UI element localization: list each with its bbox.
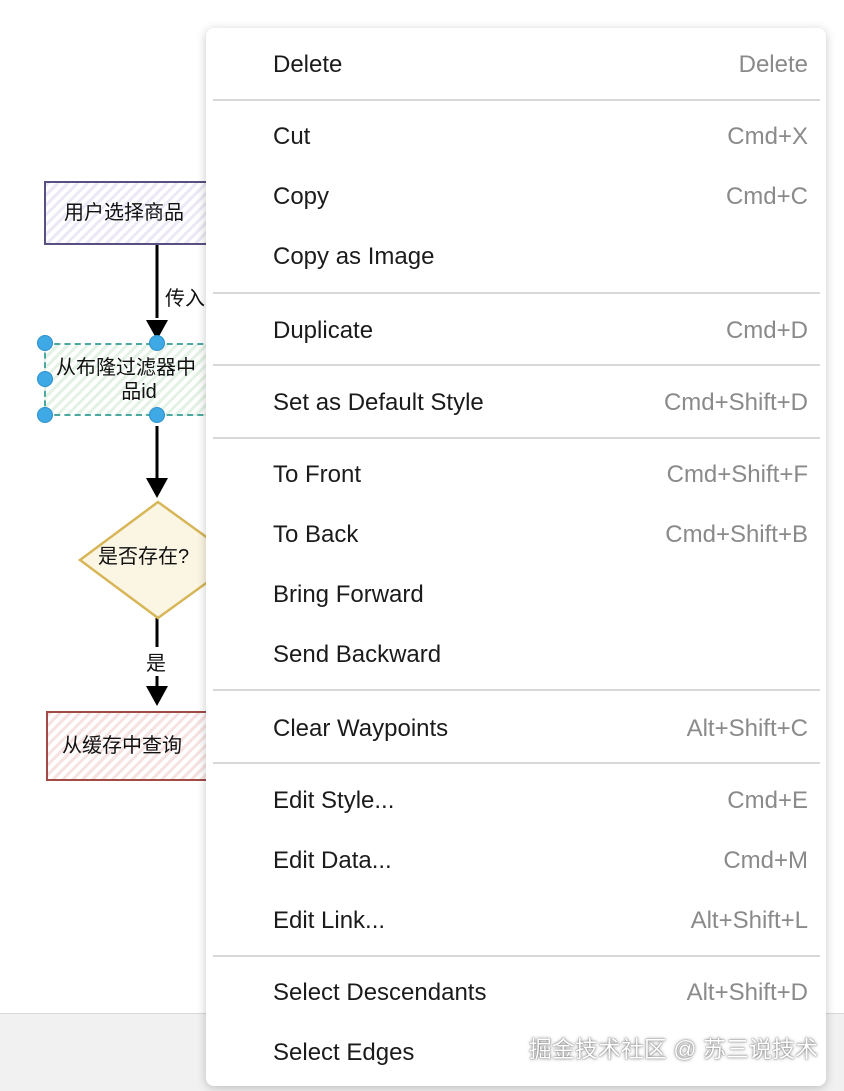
menu-item-clear-waypoints[interactable]: Clear Waypoints Alt+Shift+C (206, 699, 826, 759)
selection-handle-bottom-center[interactable] (149, 407, 165, 423)
node-user-select-product[interactable]: 用户选择商品 (44, 181, 234, 245)
menu-item-shortcut: Alt+Shift+C (686, 715, 808, 742)
menu-item-copy-as-image[interactable]: Copy as Image (206, 227, 826, 287)
menu-item-label: Send Backward (273, 641, 442, 668)
menu-separator (213, 762, 820, 764)
selection-handle-middle-left[interactable] (37, 371, 53, 387)
menu-separator (213, 689, 820, 691)
menu-item-to-back[interactable]: To Back Cmd+Shift+B (206, 505, 826, 565)
context-menu: Delete Delete Cut Cmd+X Copy Cmd+C Copy … (206, 28, 826, 1086)
edge-2-arrowhead (146, 478, 168, 498)
menu-separator (213, 955, 820, 957)
menu-separator (213, 292, 820, 294)
menu-item-shortcut: Cmd+E (727, 787, 808, 814)
menu-item-bring-forward[interactable]: Bring Forward (206, 565, 826, 625)
watermark: 掘金技术社区 @ 苏三说技术 (528, 1036, 818, 1062)
menu-item-label: Set as Default Style (273, 389, 484, 416)
menu-item-shortcut: Cmd+X (727, 123, 808, 150)
menu-separator (213, 99, 820, 101)
menu-separator (213, 364, 820, 366)
menu-item-shortcut: Cmd+Shift+D (663, 389, 808, 416)
menu-item-edit-data[interactable]: Edit Data... Cmd+M (206, 831, 826, 891)
menu-item-label: Edit Style... (273, 787, 395, 814)
menu-item-label: To Front (273, 461, 362, 488)
menu-item-shortcut: Cmd+D (725, 317, 808, 344)
selection-handle-top-left[interactable] (37, 335, 53, 351)
menu-item-shortcut: Alt+Shift+D (686, 979, 808, 1006)
decision-label-wrap: 是否存在? (84, 535, 244, 579)
menu-item-label: Copy as Image (273, 243, 435, 270)
menu-separator (213, 437, 820, 439)
edge-3-arrowhead (146, 686, 168, 706)
menu-item-label: Duplicate (273, 317, 374, 344)
edge-1-arrowhead (146, 320, 168, 340)
menu-item-label: Edit Data... (273, 847, 392, 874)
edge-label-yes: 是 (146, 647, 166, 676)
menu-item-to-front[interactable]: To Front Cmd+Shift+F (206, 445, 826, 505)
menu-item-edit-style[interactable]: Edit Style... Cmd+E (206, 771, 826, 831)
selection-handle-bottom-left[interactable] (37, 407, 53, 423)
node-query-from-cache-label: 从缓存中查询 (62, 735, 182, 757)
menu-item-set-default-style[interactable]: Set as Default Style Cmd+Shift+D (206, 373, 826, 433)
edge-label-pass-in: 传入 (165, 282, 205, 311)
menu-item-shortcut: Cmd+Shift+B (665, 521, 808, 548)
menu-item-send-backward[interactable]: Send Backward (206, 625, 826, 685)
menu-item-cut[interactable]: Cut Cmd+X (206, 107, 826, 167)
menu-item-label: Bring Forward (273, 581, 424, 608)
menu-item-label: Edit Link... (273, 907, 386, 934)
menu-item-shortcut: Cmd+Shift+F (666, 461, 808, 488)
menu-item-select-descendants[interactable]: Select Descendants Alt+Shift+D (206, 963, 826, 1023)
menu-item-label: Clear Waypoints (273, 715, 449, 742)
decision-label: 是否存在? (98, 546, 190, 568)
menu-item-select-edges[interactable]: Select Edges (206, 1023, 826, 1083)
node-bloom-filter-label-line2: 品id (121, 380, 157, 403)
menu-item-shortcut: Delete (738, 51, 808, 78)
menu-item-label: Delete (273, 51, 343, 78)
menu-item-delete[interactable]: Delete Delete (206, 35, 826, 95)
menu-item-shortcut: Cmd+M (723, 847, 808, 874)
menu-item-duplicate[interactable]: Duplicate Cmd+D (206, 301, 826, 361)
node-query-from-cache[interactable]: 从缓存中查询 (46, 711, 234, 781)
menu-item-label: Select Descendants (273, 979, 487, 1006)
menu-item-shortcut: Alt+Shift+L (690, 907, 808, 934)
menu-item-label: Copy (273, 183, 330, 210)
node-bloom-filter-label-line1: 从布隆过滤器中 (56, 356, 196, 379)
menu-item-shortcut: Cmd+C (725, 183, 808, 210)
node-user-select-product-label: 用户选择商品 (64, 202, 184, 224)
menu-item-edit-link[interactable]: Edit Link... Alt+Shift+L (206, 891, 826, 951)
menu-item-label: Cut (273, 123, 311, 150)
menu-item-label: To Back (273, 521, 359, 548)
selection-handle-top-center[interactable] (149, 335, 165, 351)
node-bloom-filter-query[interactable]: 从布隆过滤器中 品id (44, 343, 234, 416)
menu-item-label: Select Edges (273, 1039, 415, 1066)
menu-item-copy[interactable]: Copy Cmd+C (206, 167, 826, 227)
